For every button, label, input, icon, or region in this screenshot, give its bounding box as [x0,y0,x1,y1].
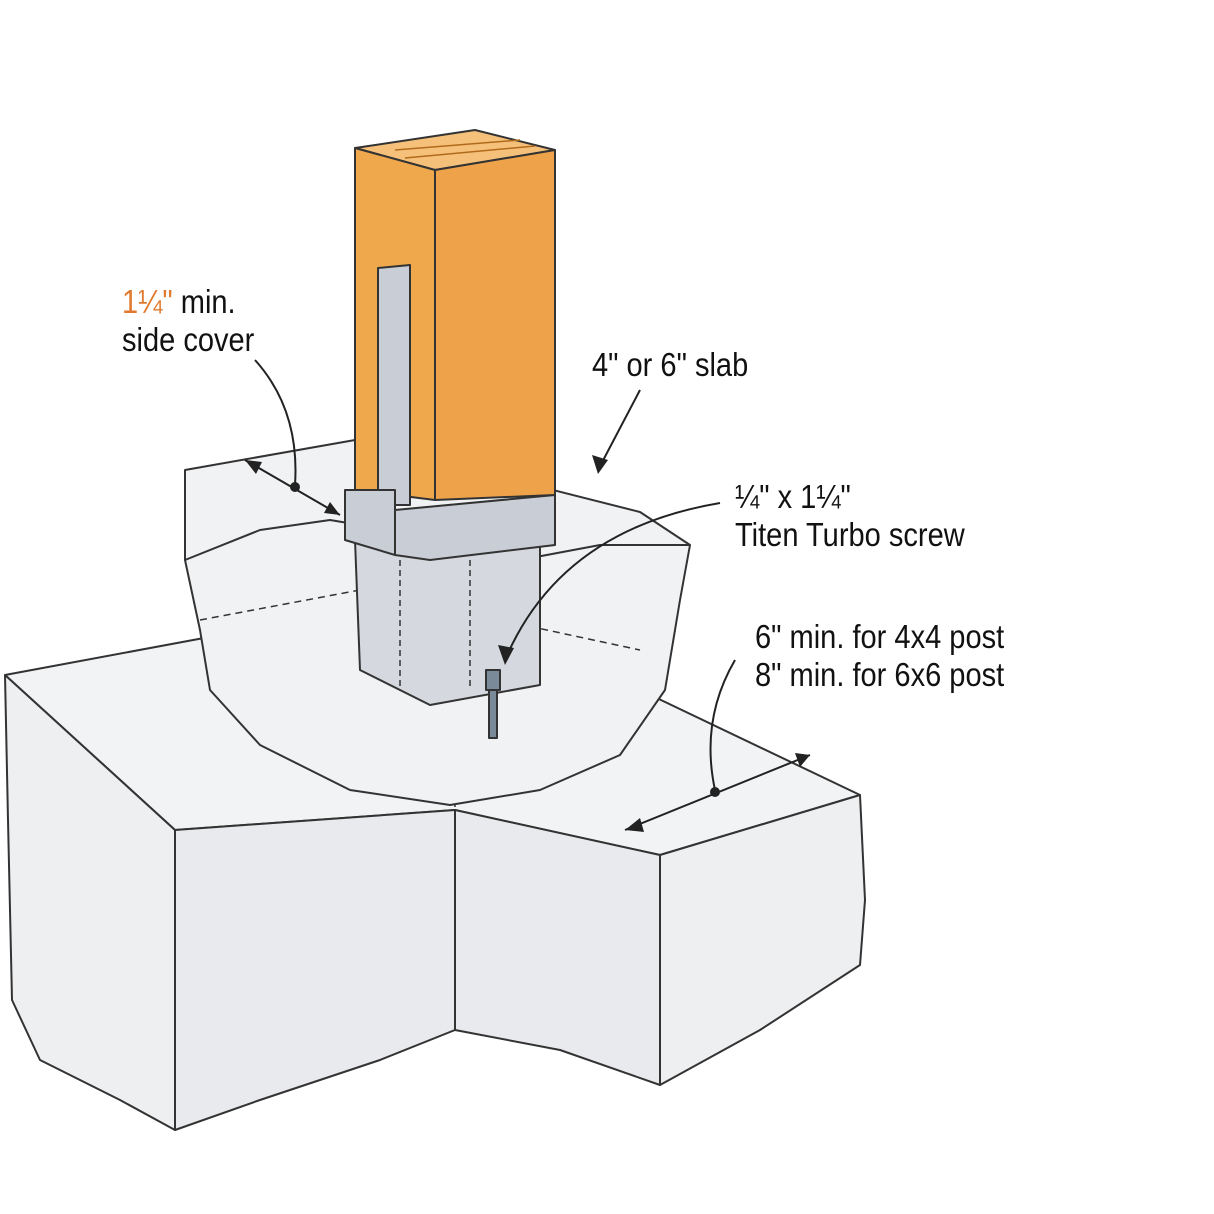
side-cover-value: 1¼" [122,283,173,320]
screw-label: ¼" x 1¼"Titen Turbo screw [735,478,965,554]
screw-line1: ¼" x 1¼" [735,478,851,515]
screw-line2: Titen Turbo screw [735,516,965,553]
side-cover-rest: min. [172,283,236,320]
titen-screw [485,669,501,739]
footing-line2: 8" min. for 6x6 post [755,656,1005,693]
post-base-bracket [344,264,556,706]
side-cover-label: 1¼" min.side cover [122,283,254,359]
slab-label: 4" or 6" slab [592,346,749,383]
side-cover-line2: side cover [122,321,255,358]
footing-line1: 6" min. for 4x4 post [755,618,1005,655]
arrow-heads [245,455,810,832]
